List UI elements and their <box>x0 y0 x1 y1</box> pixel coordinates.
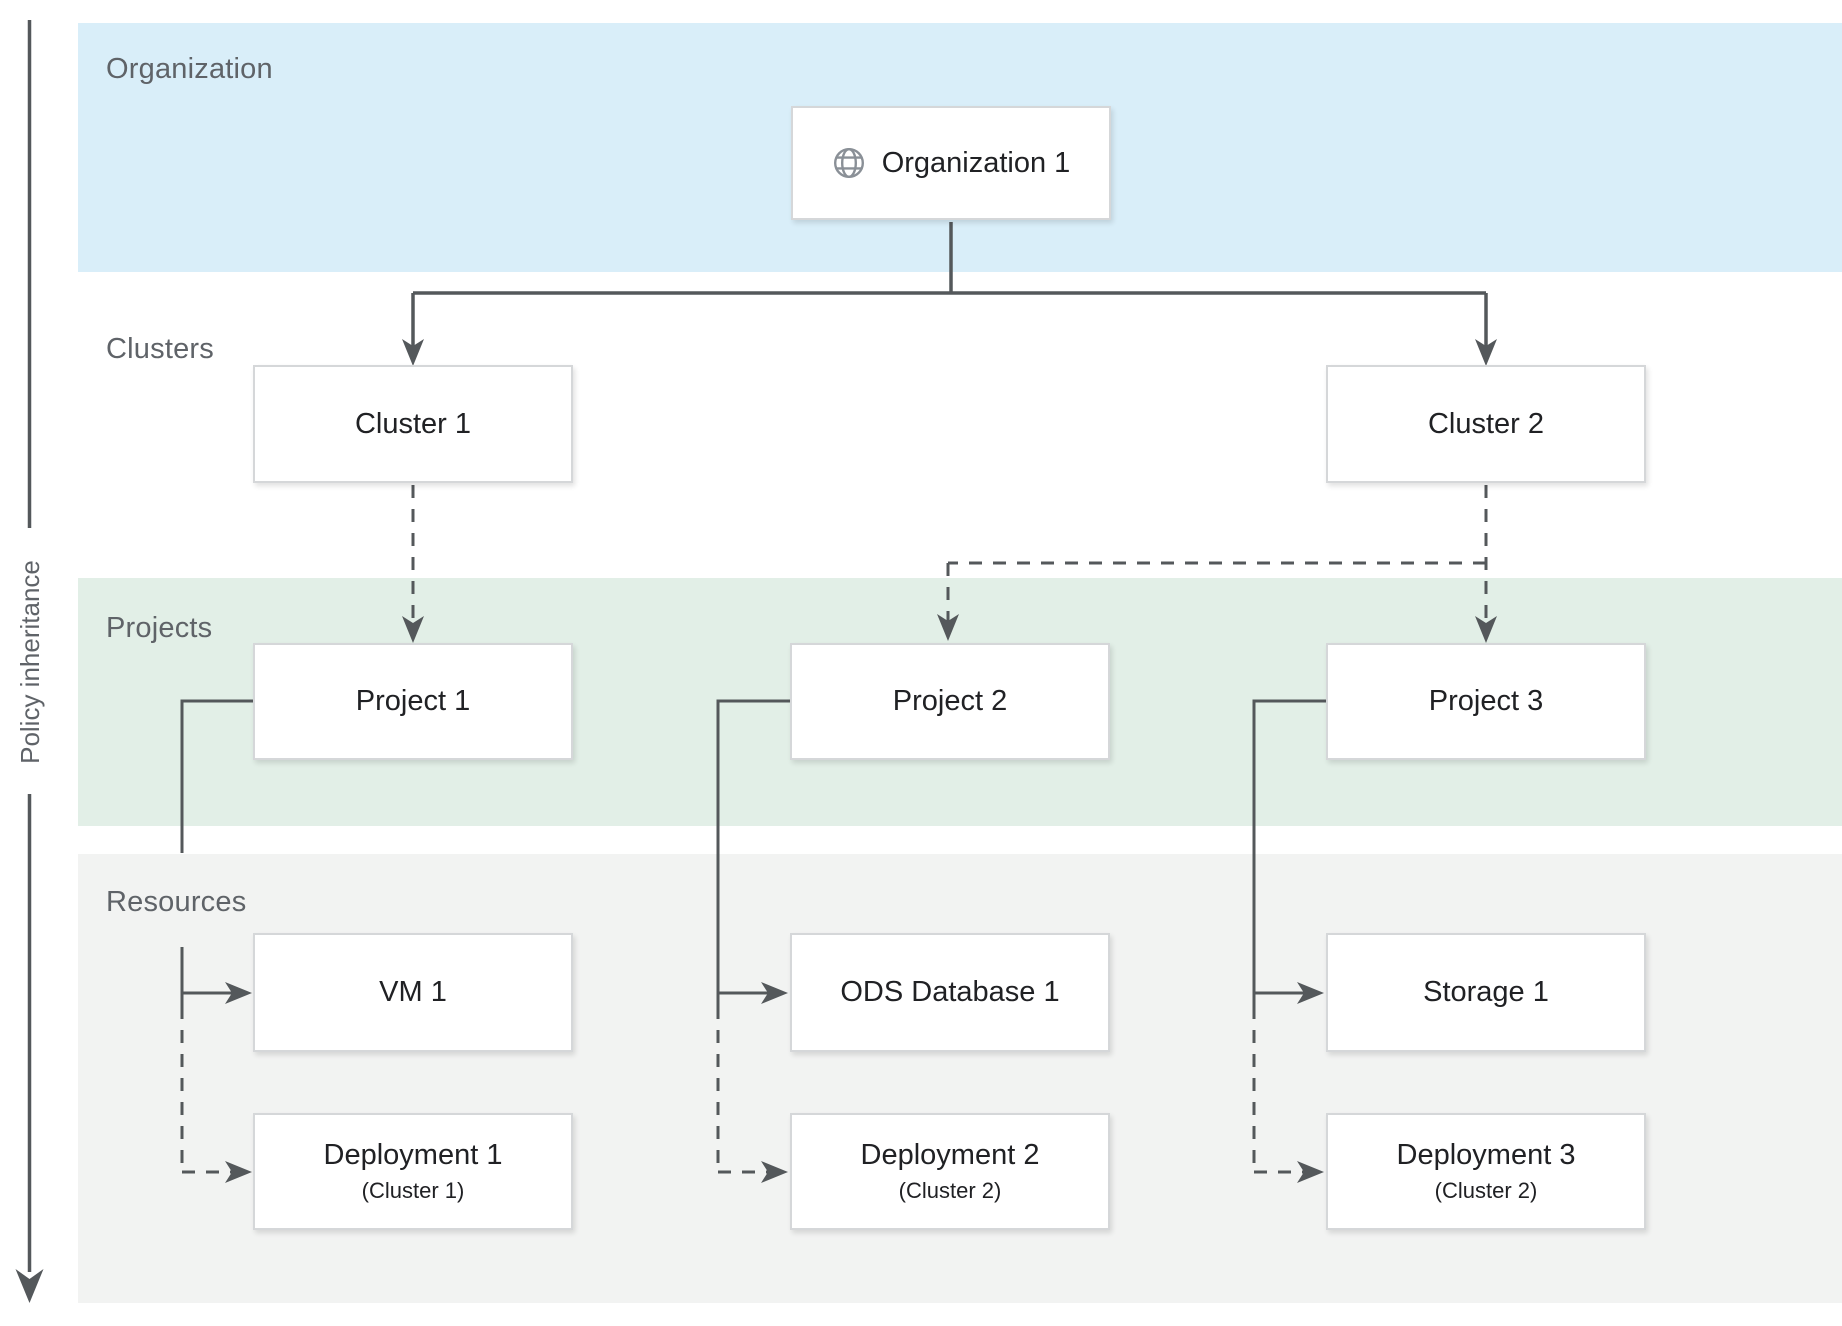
node-cluster2: Cluster 2 <box>1326 365 1646 483</box>
policy-arrowhead-down-icon <box>15 1269 44 1303</box>
node-cluster2-label: Cluster 2 <box>1427 407 1545 440</box>
band-organization-label: Organization <box>106 53 273 85</box>
node-storage1-label: Storage 1 <box>1423 976 1549 1008</box>
node-deployment1-sublabel: (Cluster 1) <box>361 1178 465 1203</box>
node-organization1: Organization 1 <box>791 106 1111 220</box>
node-ods-database1: ODS Database 1 <box>790 933 1110 1052</box>
node-deployment3-label: Deployment 3 <box>1396 1139 1576 1171</box>
band-clusters-label: Clusters <box>106 333 214 365</box>
band-resources-label: Resources <box>106 886 247 918</box>
node-vm1: VM 1 <box>253 933 573 1052</box>
node-deployment2: Deployment 2 (Cluster 2) <box>790 1113 1110 1230</box>
node-deployment1: Deployment 1 (Cluster 1) <box>253 1113 573 1230</box>
node-cluster1: Cluster 1 <box>253 365 573 483</box>
node-project2-label: Project 2 <box>892 685 1008 717</box>
globe-icon <box>833 147 864 179</box>
node-vm1-label: VM 1 <box>379 976 447 1008</box>
node-deployment2-label: Deployment 2 <box>860 1139 1040 1171</box>
node-organization1-label: Organization 1 <box>881 146 1071 179</box>
node-project1: Project 1 <box>253 643 573 760</box>
band-projects-label: Projects <box>106 612 213 644</box>
node-deployment1-label: Deployment 1 <box>323 1139 503 1171</box>
node-ods-database1-label: ODS Database 1 <box>840 976 1060 1008</box>
band-resources: Resources <box>78 854 1842 1303</box>
node-project3: Project 3 <box>1326 643 1646 760</box>
node-project1-label: Project 1 <box>355 685 471 717</box>
node-deployment3: Deployment 3 (Cluster 2) <box>1326 1113 1646 1230</box>
node-project3-label: Project 3 <box>1428 685 1544 717</box>
node-deployment3-sublabel: (Cluster 2) <box>1434 1178 1538 1203</box>
node-deployment2-sublabel: (Cluster 2) <box>898 1178 1002 1203</box>
node-cluster1-label: Cluster 1 <box>354 407 472 440</box>
node-storage1: Storage 1 <box>1326 933 1646 1052</box>
policy-inheritance-label: Policy inheritance <box>15 560 45 764</box>
node-project2: Project 2 <box>790 643 1110 760</box>
